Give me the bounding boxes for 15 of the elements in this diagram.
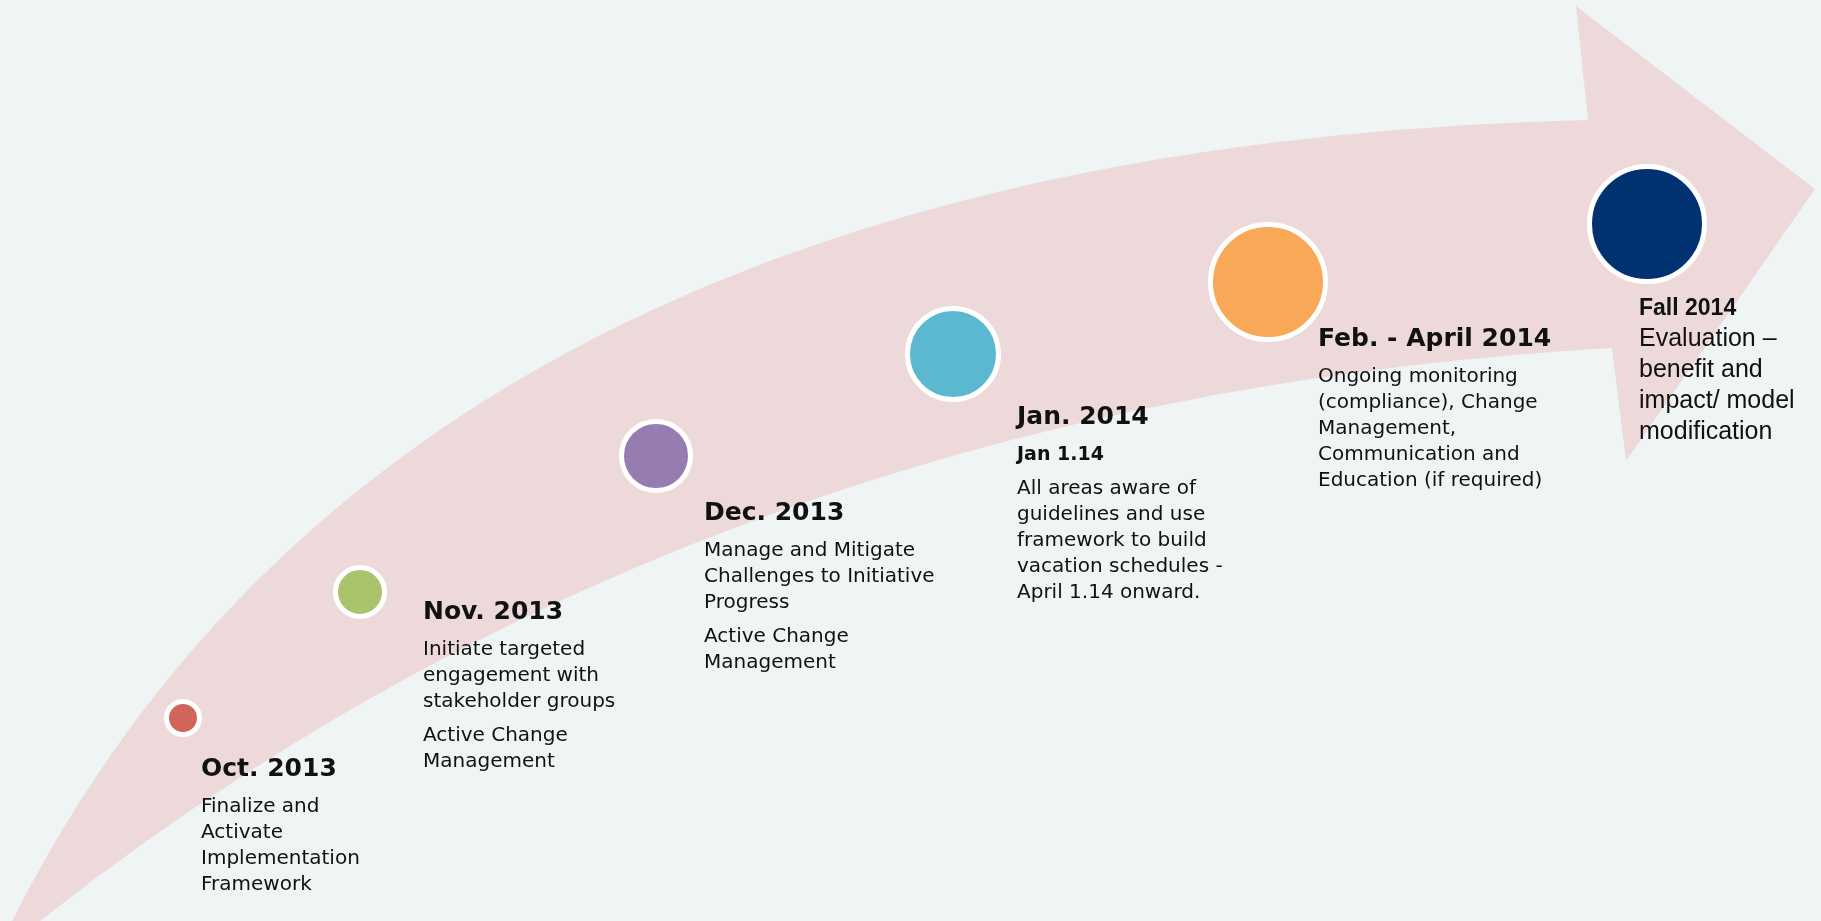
milestone-description: Manage and Mitigate Challenges to Initiative Progress — [704, 536, 936, 614]
milestone-description: All areas aware of guidelines and use framework to build vacation schedules - April 1.14 onward. — [1017, 474, 1224, 604]
milestone-description: Active Change Management — [704, 622, 850, 674]
milestone-description: Initiate targeted engagement with stakeholder groups — [423, 635, 617, 713]
date-heading: Jan. 2014 — [1017, 400, 1150, 432]
date-subheading: Jan 1.14 — [1017, 441, 1105, 466]
date-heading: Dec. 2013 — [704, 496, 846, 528]
date-heading: Feb. - April 2014 — [1318, 322, 1553, 354]
milestone-description: Evaluation – benefit and impact/ model modification — [1639, 322, 1796, 446]
date-heading: Fall 2014 — [1639, 293, 1738, 322]
milestone-description: Ongoing monitoring (compliance), Change Management, Communication and Education (if required) — [1318, 362, 1544, 492]
milestone-description: Active Change Management — [423, 721, 569, 773]
date-heading: Nov. 2013 — [423, 595, 565, 627]
date-heading: Oct. 2013 — [201, 752, 338, 784]
milestone-description: Finalize and Activate Implementation Framework — [201, 792, 361, 896]
